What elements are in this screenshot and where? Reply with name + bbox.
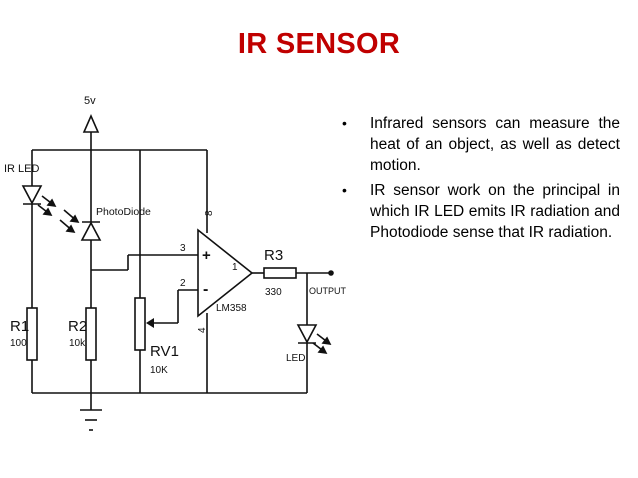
bullet-list: • Infrared sensors can measure the heat …: [340, 113, 620, 247]
photodiode-label: PhotoDiode: [96, 206, 151, 218]
r1-value: 100: [10, 338, 27, 349]
pin-1-label: 1: [232, 262, 238, 273]
pin-2-label: 2: [180, 278, 186, 289]
rv1-label: RV1: [150, 343, 179, 360]
ir-led-icon: [21, 185, 57, 217]
bullet-text: Infrared sensors can measure the heat of…: [370, 115, 620, 174]
bullet-text: IR sensor work on the principal in which…: [370, 182, 620, 241]
photodiode-icon: [59, 209, 102, 241]
opamp-plus-sign: +: [202, 247, 211, 264]
supply-arrow-icon: [82, 114, 100, 133]
r1-label: R1: [10, 318, 29, 335]
bullet-item: • IR sensor work on the principal in whi…: [340, 180, 620, 243]
bullet-icon: •: [342, 182, 347, 198]
r2-value: 10k: [69, 338, 86, 349]
r2-resistor: [85, 307, 97, 361]
r3-label: R3: [264, 247, 283, 264]
bullet-item: • Infrared sensors can measure the heat …: [340, 113, 620, 176]
opamp-minus-sign: -: [203, 281, 208, 298]
opamp-label: LM358: [216, 303, 247, 314]
opamp-triangle: [197, 228, 254, 318]
pin-8-label: 8: [204, 210, 215, 216]
output-led-icon: [296, 324, 332, 355]
pin-4-label: 4: [197, 327, 208, 333]
output-label: OUTPUT: [309, 286, 347, 296]
slide-title: IR SENSOR: [237, 28, 401, 60]
r3-value: 330: [265, 287, 282, 298]
output-terminal: [328, 270, 334, 276]
r3-resistor: [263, 267, 297, 279]
rv1-potentiometer: [134, 297, 146, 351]
ir-led-label: IR LED: [4, 163, 40, 175]
supply-label: 5v: [84, 95, 96, 107]
rv1-wiper-arrow-icon: [146, 318, 154, 328]
rv1-value: 10K: [150, 365, 168, 376]
bullet-icon: •: [342, 115, 347, 131]
r2-label: R2: [68, 318, 87, 335]
led-label: LED: [286, 353, 305, 364]
pin-3-label: 3: [180, 243, 186, 254]
r1-resistor: [26, 307, 38, 361]
